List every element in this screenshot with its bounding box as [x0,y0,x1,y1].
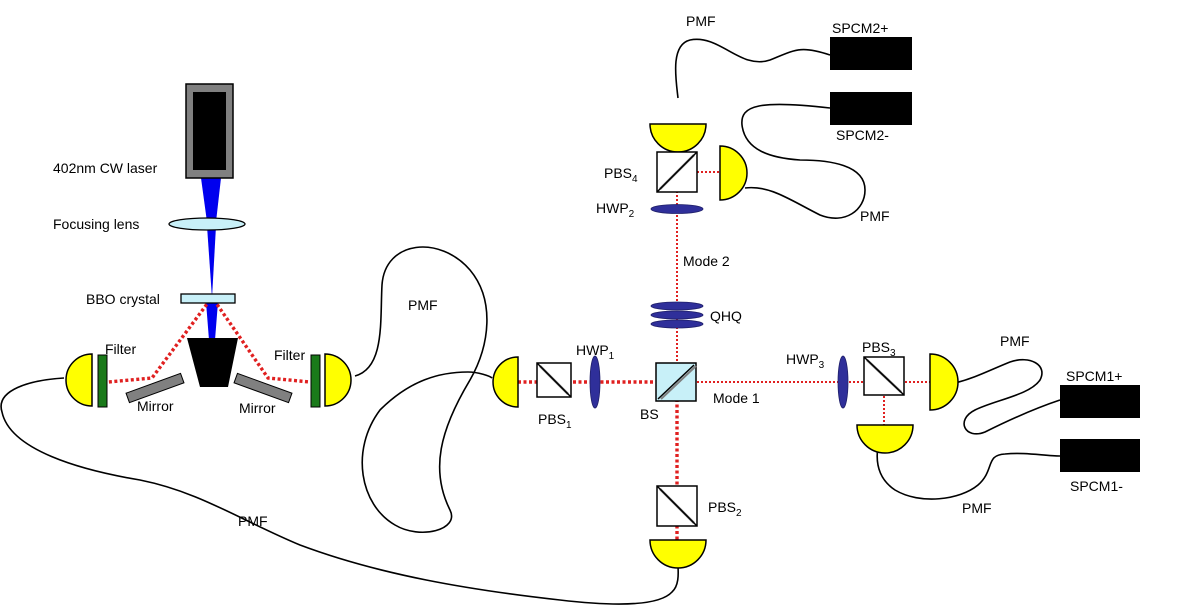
pmf-label-upper-right: PMF [860,208,890,224]
photon-beam-right-cone [212,299,311,384]
hwp3-label: HWP3 [786,351,825,371]
spcm1-plus-label: SPCM1+ [1066,368,1122,384]
bbo-crystal [180,293,236,304]
pmf-label-middle: PMF [408,297,438,313]
beam-dump [187,338,238,387]
spcm2-plus-detector [830,37,912,70]
mode2-label: Mode 2 [683,253,730,269]
fiber-spcm2-plus [674,38,831,99]
bs-diagonal [657,364,695,400]
fiber-left-long [0,377,680,605]
pbs3-label: PBS3 [862,339,896,359]
spcm2-plus-label: SPCM2+ [832,20,888,36]
spcm1-minus-label: SPCM1- [1070,478,1123,494]
qhq-plate-2 [650,310,704,320]
pmf-label-right: PMF [1000,333,1030,349]
fiber-loop-middle [354,246,493,533]
mirror-left [125,372,185,404]
mirror-right [233,372,293,404]
coupler-left [65,353,93,407]
spcm2-minus-detector [830,92,912,125]
pbs3-diagonal-edge [863,356,905,396]
pbs1-diagonal-edge [536,362,572,398]
qhq-plate-1 [650,301,704,311]
pbs1-label: PBS1 [538,411,572,431]
focusing-lens [168,217,246,231]
coupler-pbs1 [492,356,519,408]
fiber-spcm1-plus [954,358,1061,435]
spcm1-minus-detector [1060,439,1140,472]
pmf-label-lower-right: PMF [962,500,992,516]
hwp2 [650,204,704,214]
spcm1-plus-detector [1060,385,1140,418]
coupler-right [324,353,352,407]
filter-left [97,354,108,408]
spcm2-minus-label: SPCM2- [836,127,889,143]
pump-beam-upper [201,178,221,222]
pbs4-label: PBS4 [604,165,638,185]
coupler-pbs4-side [719,145,748,201]
focusing-lens-label: Focusing lens [53,216,139,232]
photon-beam-left-cone [107,298,212,384]
hwp1 [589,355,601,409]
mode1-label: Mode 1 [713,390,760,406]
qhq-label: QHQ [710,308,742,324]
bs-diagonal-shade [660,365,697,400]
coupler-pbs3-bottom [856,424,914,454]
pmf-label-top: PMF [686,13,716,29]
qhq-plate-3 [650,319,704,329]
filter-right [310,354,321,408]
pbs4-diagonal-edge [656,151,698,193]
pbs2-label: PBS2 [708,499,742,519]
hwp3 [837,355,849,409]
coupler-pbs2 [649,539,707,569]
filter-left-label: Filter [105,341,136,357]
fiber-spcm2-minus [741,103,866,219]
pump-beam-after-bbo [206,302,218,340]
mirror-left-label: Mirror [137,398,174,414]
laser-label: 402nm CW laser [53,160,158,176]
hwp2-label: HWP2 [596,200,635,220]
bs-label: BS [640,406,659,422]
pmf-label-bottom: PMF [238,513,268,529]
pbs2-diagonal-edge [656,485,698,527]
coupler-pbs4-top [649,123,707,153]
laser-aperture [193,92,226,170]
bbo-label: BBO crystal [86,291,160,307]
filter-right-label: Filter [274,347,305,363]
pump-beam-lower [207,226,216,298]
fiber-spcm1-minus [876,445,1061,500]
coupler-pbs3-side [929,353,959,411]
hwp1-label: HWP1 [576,342,615,362]
mirror-right-label: Mirror [239,400,276,416]
